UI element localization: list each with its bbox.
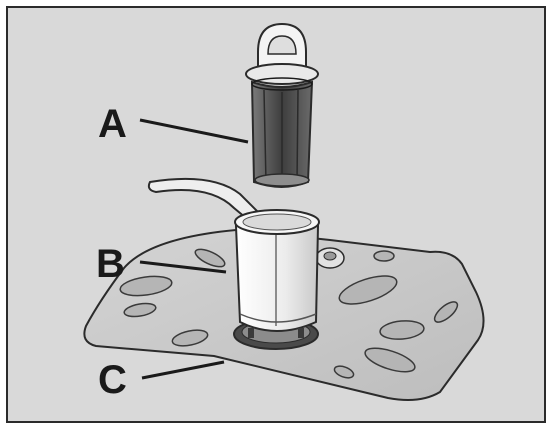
leader-line-c [141,360,225,380]
callout-label-a: A [98,102,127,146]
coarse-filter-cup [147,177,320,338]
fine-filter-insert [245,22,319,188]
leader-line-b [139,260,227,274]
leader-line-a [139,118,249,144]
callout-label-c: C [98,358,127,402]
callout-label-b: B [96,242,125,286]
